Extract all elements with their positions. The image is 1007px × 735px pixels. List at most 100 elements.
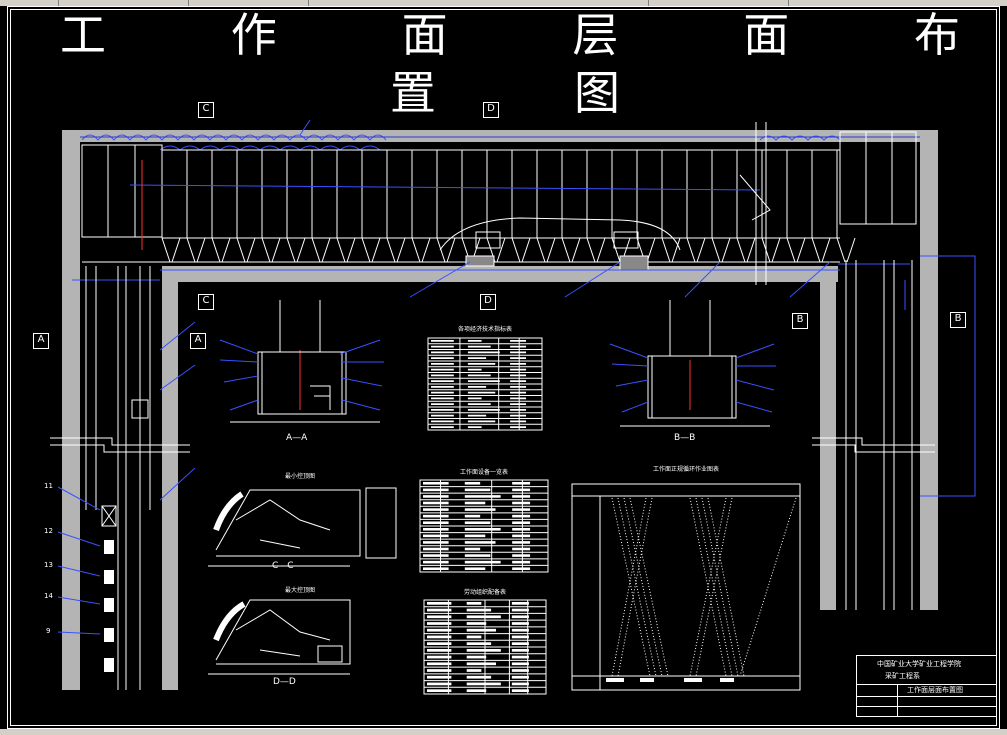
roadway-walls (62, 130, 938, 690)
section-marker-a[interactable]: A (33, 333, 49, 349)
section-marker-c[interactable]: C (198, 102, 214, 118)
equipment-table-cell (512, 488, 531, 492)
labor-table-cell (466, 615, 501, 619)
toolbar-segment[interactable] (188, 0, 309, 6)
tech-indicators-table-cell (431, 409, 454, 411)
tech-indicators-table-cell (467, 403, 491, 405)
labor-table-cell (466, 655, 487, 659)
support-line (246, 237, 256, 263)
toolbar-segment[interactable] (0, 0, 59, 6)
section-marker-b[interactable]: B (950, 312, 966, 328)
blue-annotation-lines (72, 119, 976, 497)
labor-table-cell (466, 622, 487, 625)
toolbar-segment[interactable] (648, 0, 789, 6)
callout-leaders (57, 321, 196, 635)
section-dd-caption: D—D (273, 677, 296, 687)
min-roof-title: 最小控顶图 (284, 473, 315, 480)
section-marker-a[interactable]: A (190, 333, 206, 349)
cycle-chart-traces (611, 497, 797, 677)
labor-table-cell (511, 662, 529, 666)
support-line (161, 237, 171, 263)
tech-indicators-table-cell (510, 414, 527, 417)
equipment-table-cell (423, 528, 449, 531)
left-roadway-equipment (50, 266, 190, 690)
labor-table-cell (427, 682, 452, 686)
section-aa-rockbolts (219, 339, 384, 411)
section-marker-b[interactable]: B (792, 313, 808, 329)
equipment-table-cell (423, 488, 449, 492)
labor-table-cell (427, 608, 452, 612)
tech-indicators-table-cell (467, 409, 500, 411)
drawing-title-line1: 工 作 面 层 面 布 (60, 10, 960, 60)
labor-table-cell (511, 689, 529, 692)
labor-table-cell (466, 662, 496, 666)
tech-indicators-table-cell (431, 397, 454, 400)
data-tables (419, 337, 549, 695)
equipment-table-cell (512, 495, 531, 498)
tech-indicators-table-cell (467, 363, 496, 365)
tech-indicators-table-cell (467, 391, 496, 394)
support-line (371, 237, 381, 263)
callout-number: 14 (44, 592, 53, 600)
labor-table-cell (466, 689, 487, 692)
support-line (296, 237, 306, 263)
drawing-inner-frame (10, 9, 997, 726)
support-line (561, 237, 571, 263)
equipment-table-cell (512, 521, 531, 524)
support-line (411, 237, 421, 263)
support-line (311, 237, 321, 263)
conveyor-hump (439, 217, 681, 251)
caving-zone (80, 134, 920, 151)
cycle-chart-bars (606, 678, 734, 682)
right-roadway-equipment (812, 260, 935, 610)
section-marker-d[interactable]: D (483, 102, 499, 118)
tech-indicators-table-cell (467, 414, 487, 417)
support-line (596, 237, 606, 263)
equipment-table-cell (464, 508, 496, 511)
equipment-table-cell (512, 482, 531, 485)
support-line (661, 237, 671, 263)
left-outer-wall (62, 130, 80, 690)
title-char: 层 (572, 8, 619, 62)
equipment-table-cell (423, 567, 449, 570)
support-line (521, 237, 531, 263)
support-line (836, 237, 846, 263)
toolbar-segment[interactable] (308, 0, 649, 6)
support-line (496, 237, 506, 263)
labor-table-cell (511, 622, 529, 625)
support-line (446, 237, 456, 263)
section-marker-d[interactable]: D (480, 294, 496, 310)
tech-indicators-table-cell (510, 351, 527, 354)
tech-indicators-table-cell (510, 345, 527, 348)
title-char: 工 (60, 8, 106, 62)
toolbar-segment[interactable] (58, 0, 189, 6)
support-line (711, 237, 721, 263)
tech-indicators-table-cell (431, 345, 454, 348)
title-char: 面 (401, 8, 448, 62)
support-line (221, 237, 231, 263)
title-char: 布 (913, 8, 960, 62)
equipment-table-cell (464, 501, 486, 505)
pillar-block (465, 255, 495, 267)
support-line (236, 237, 246, 263)
labor-table-cell (466, 642, 492, 645)
tech-indicators-table-cell (431, 380, 454, 382)
support-line (271, 237, 281, 263)
tech-indicators-table-cell (467, 351, 500, 354)
section-marker-c[interactable]: C (198, 294, 214, 310)
labor-table-cell (511, 642, 529, 645)
labor-table-cell (427, 628, 452, 632)
labor-table-cell (427, 649, 452, 652)
labor-table-cell (511, 669, 529, 672)
support-line (396, 237, 406, 263)
labor-table-cell (511, 649, 529, 652)
support-line (211, 237, 221, 263)
labor-table-cell (466, 649, 501, 652)
support-line (336, 237, 346, 263)
tech-indicators-table-cell (431, 403, 454, 405)
support-frame (81, 144, 163, 238)
support-line (171, 237, 181, 263)
tech-indicators-table-cell (431, 374, 454, 377)
title-block-school: 中国矿业大学矿业工程学院 (877, 660, 961, 668)
